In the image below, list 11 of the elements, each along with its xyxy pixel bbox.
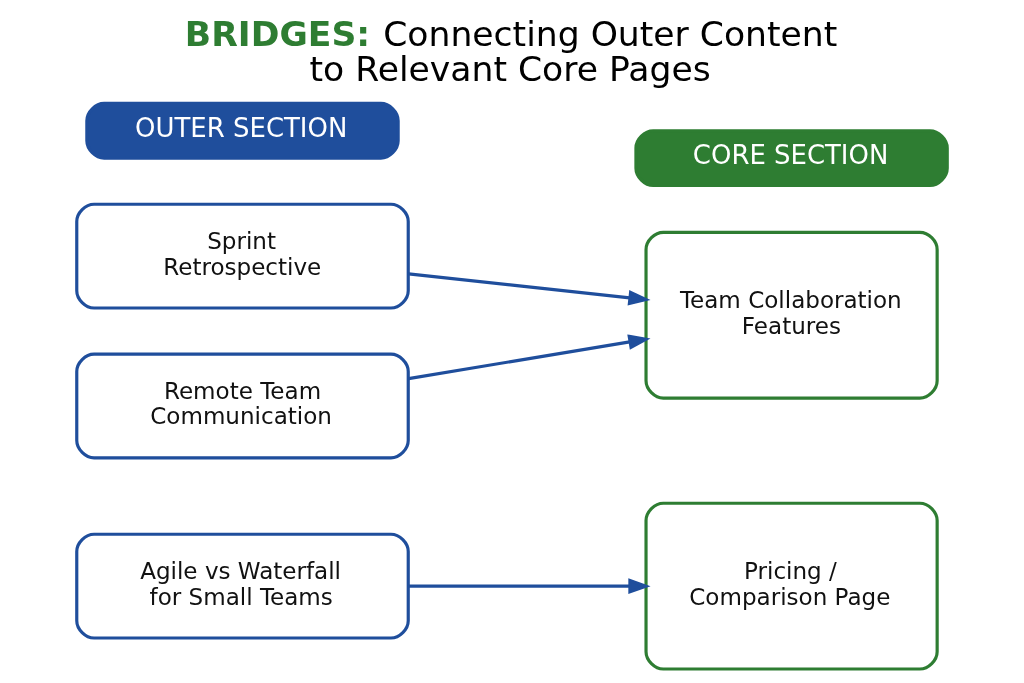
node-box: OUTER SECTION [85, 101, 400, 160]
node-box: Sprint Retrospective [75, 202, 410, 310]
node-box: CORE SECTION [634, 129, 949, 188]
node-box: Agile vs Waterfall for Small Teams [75, 532, 410, 640]
node-box: Team Collaboration Features [644, 230, 939, 400]
arrow [408, 334, 651, 381]
node-box: Remote Team Communication [75, 352, 410, 460]
arrow [408, 272, 651, 306]
diagram-title: BRIDGES: Connecting Outer Content to Relevant Core Pages [184, 13, 838, 89]
arrow [408, 578, 651, 594]
node-box: Pricing / Comparison Page [644, 501, 939, 671]
